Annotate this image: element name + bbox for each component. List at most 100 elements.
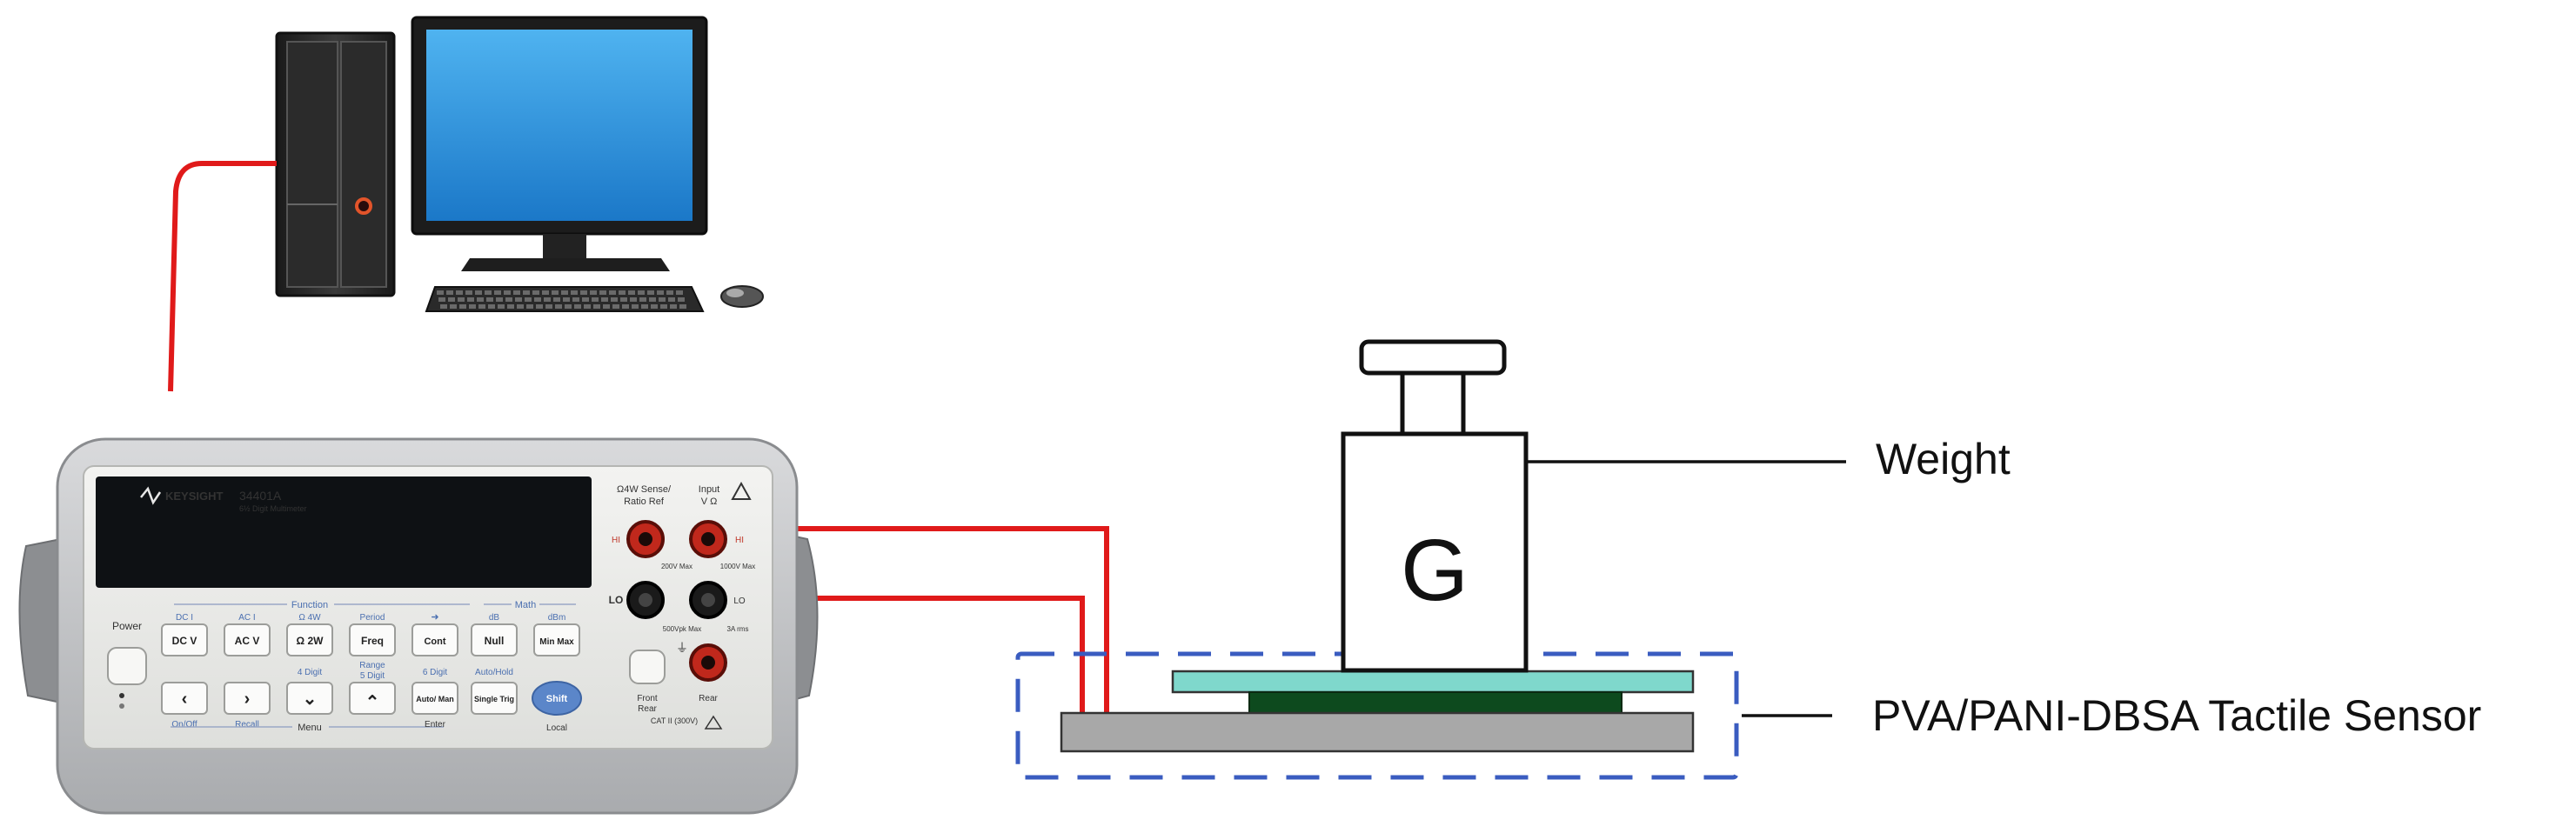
auto-man-button[interactable] [411,682,458,715]
shift-button[interactable] [532,681,582,716]
keyboard-key [609,290,616,295]
shift-o4w: Ω 4W [298,613,321,623]
right-arrow-button[interactable] [224,682,271,715]
weight-neck [1400,370,1466,436]
keyboard-key [485,290,492,295]
keyboard-key [584,304,591,309]
keyboard-key [534,297,541,302]
up-arrow-button[interactable] [349,682,396,715]
weight-mark: G [1401,522,1469,619]
acv-button-label: AC V [235,635,260,647]
keyboard-key [477,297,484,302]
lo-input-wire [713,596,1085,715]
shift-dbm: dBm [548,613,566,623]
group-label-menu: Menu [298,723,322,733]
power-button[interactable] [107,647,147,685]
sense-label: Ω4W Sense/ [617,484,672,495]
max-1000v-label: 1000V Max [720,563,755,570]
single-trig-button[interactable] [471,682,518,715]
keyboard-key [582,297,589,302]
range-buttons: ‹ › ⌄ ⌃ Auto/ Man Single Trig Shift [161,681,582,716]
shift-dci: DC I [176,613,193,623]
keyboard-key [561,290,568,295]
local-label: Local [546,723,567,733]
cont-button[interactable] [411,623,458,656]
keyboard-key [603,304,610,309]
sensor-label: PVA/PANI-DBSA Tactile Sensor [1872,691,2481,740]
keyboard-key [641,304,648,309]
keyboard-key [572,297,579,302]
multimeter-display [96,476,592,588]
keyboard-key [475,290,482,295]
computer [275,16,764,312]
shift-period: Period [360,613,385,623]
front-rear-button[interactable] [629,650,666,684]
keyboard-key [657,290,664,295]
keyboard-key [555,304,562,309]
minmax-button[interactable] [533,623,580,656]
keyboard-key [523,290,530,295]
keyboard-key [620,297,627,302]
cat-rating-label: CAT II (300V) [651,716,698,725]
shift-5digit: 5 Digit [360,671,385,681]
max-500vpk-label: 500Vpk Max [663,625,701,633]
sense-hi-label: HI [612,536,620,545]
keyboard-key [544,297,551,302]
chevron-up-icon: ⌃ [365,693,380,712]
keyboard-key [525,297,532,302]
keyboard-key [647,290,654,295]
keyboard-key [574,304,581,309]
dcv-button[interactable] [161,623,208,656]
keyboard-key [458,297,465,302]
front-label: Front [637,694,658,703]
keyboard-key [660,304,667,309]
cont-button-label: Cont [424,636,445,647]
keyboard-key [456,290,463,295]
keyboard-key [632,304,639,309]
keyboard-key [590,290,597,295]
keyboard-key [496,297,503,302]
keyboard-key [513,290,520,295]
tactile-sensor-assembly [1015,651,1739,780]
down-arrow-button[interactable] [286,682,333,715]
sensor-top-layer [1171,670,1695,694]
brand-logo: KEYSIGHT [165,490,224,503]
input-hi-label: HI [735,536,744,545]
keyboard-key [504,290,511,295]
null-button[interactable] [471,623,518,656]
keyboard-key [649,297,656,302]
single-trig-button-label: Single Trig [474,695,514,703]
dcv-button-label: DC V [172,635,197,647]
keyboard-key [542,290,549,295]
keyboard-key [571,290,578,295]
auto-man-button-label: Auto/ Man [416,695,454,703]
sensor-active-layer [1248,691,1623,714]
left-arrow-button[interactable] [161,682,208,715]
keyboard-key [545,304,552,309]
acv-button[interactable] [224,623,271,656]
ratio-label: Ratio Ref [624,496,665,507]
pc-to-multimeter-cable [168,161,277,392]
input-label: Input [699,484,719,495]
keyboard-key [593,304,600,309]
shift-button-label: Shift [546,694,568,704]
weight-label: Weight [1876,435,2011,483]
keyboard-key [507,304,514,309]
group-label-math: Math [515,600,536,610]
keyboard-key [668,297,675,302]
keyboard-key [630,297,637,302]
keyboard-key [599,290,606,295]
freq-button[interactable] [349,623,396,656]
shift-6digit: 6 Digit [423,668,448,677]
sense-lo-label: LO [609,594,624,606]
power-button-icon [355,197,372,215]
digital-multimeter: KEYSIGHT 34401A 6½ Digit Multimeter Func… [18,437,819,815]
keyboard-key [628,290,635,295]
ohm2w-button[interactable] [286,623,333,656]
keyboard-key [679,304,686,309]
keyboard-key [469,304,476,309]
shift-db: dB [489,613,500,623]
keyboard-key [450,304,457,309]
keyboard-key [448,297,455,302]
keyboard-key [553,297,560,302]
